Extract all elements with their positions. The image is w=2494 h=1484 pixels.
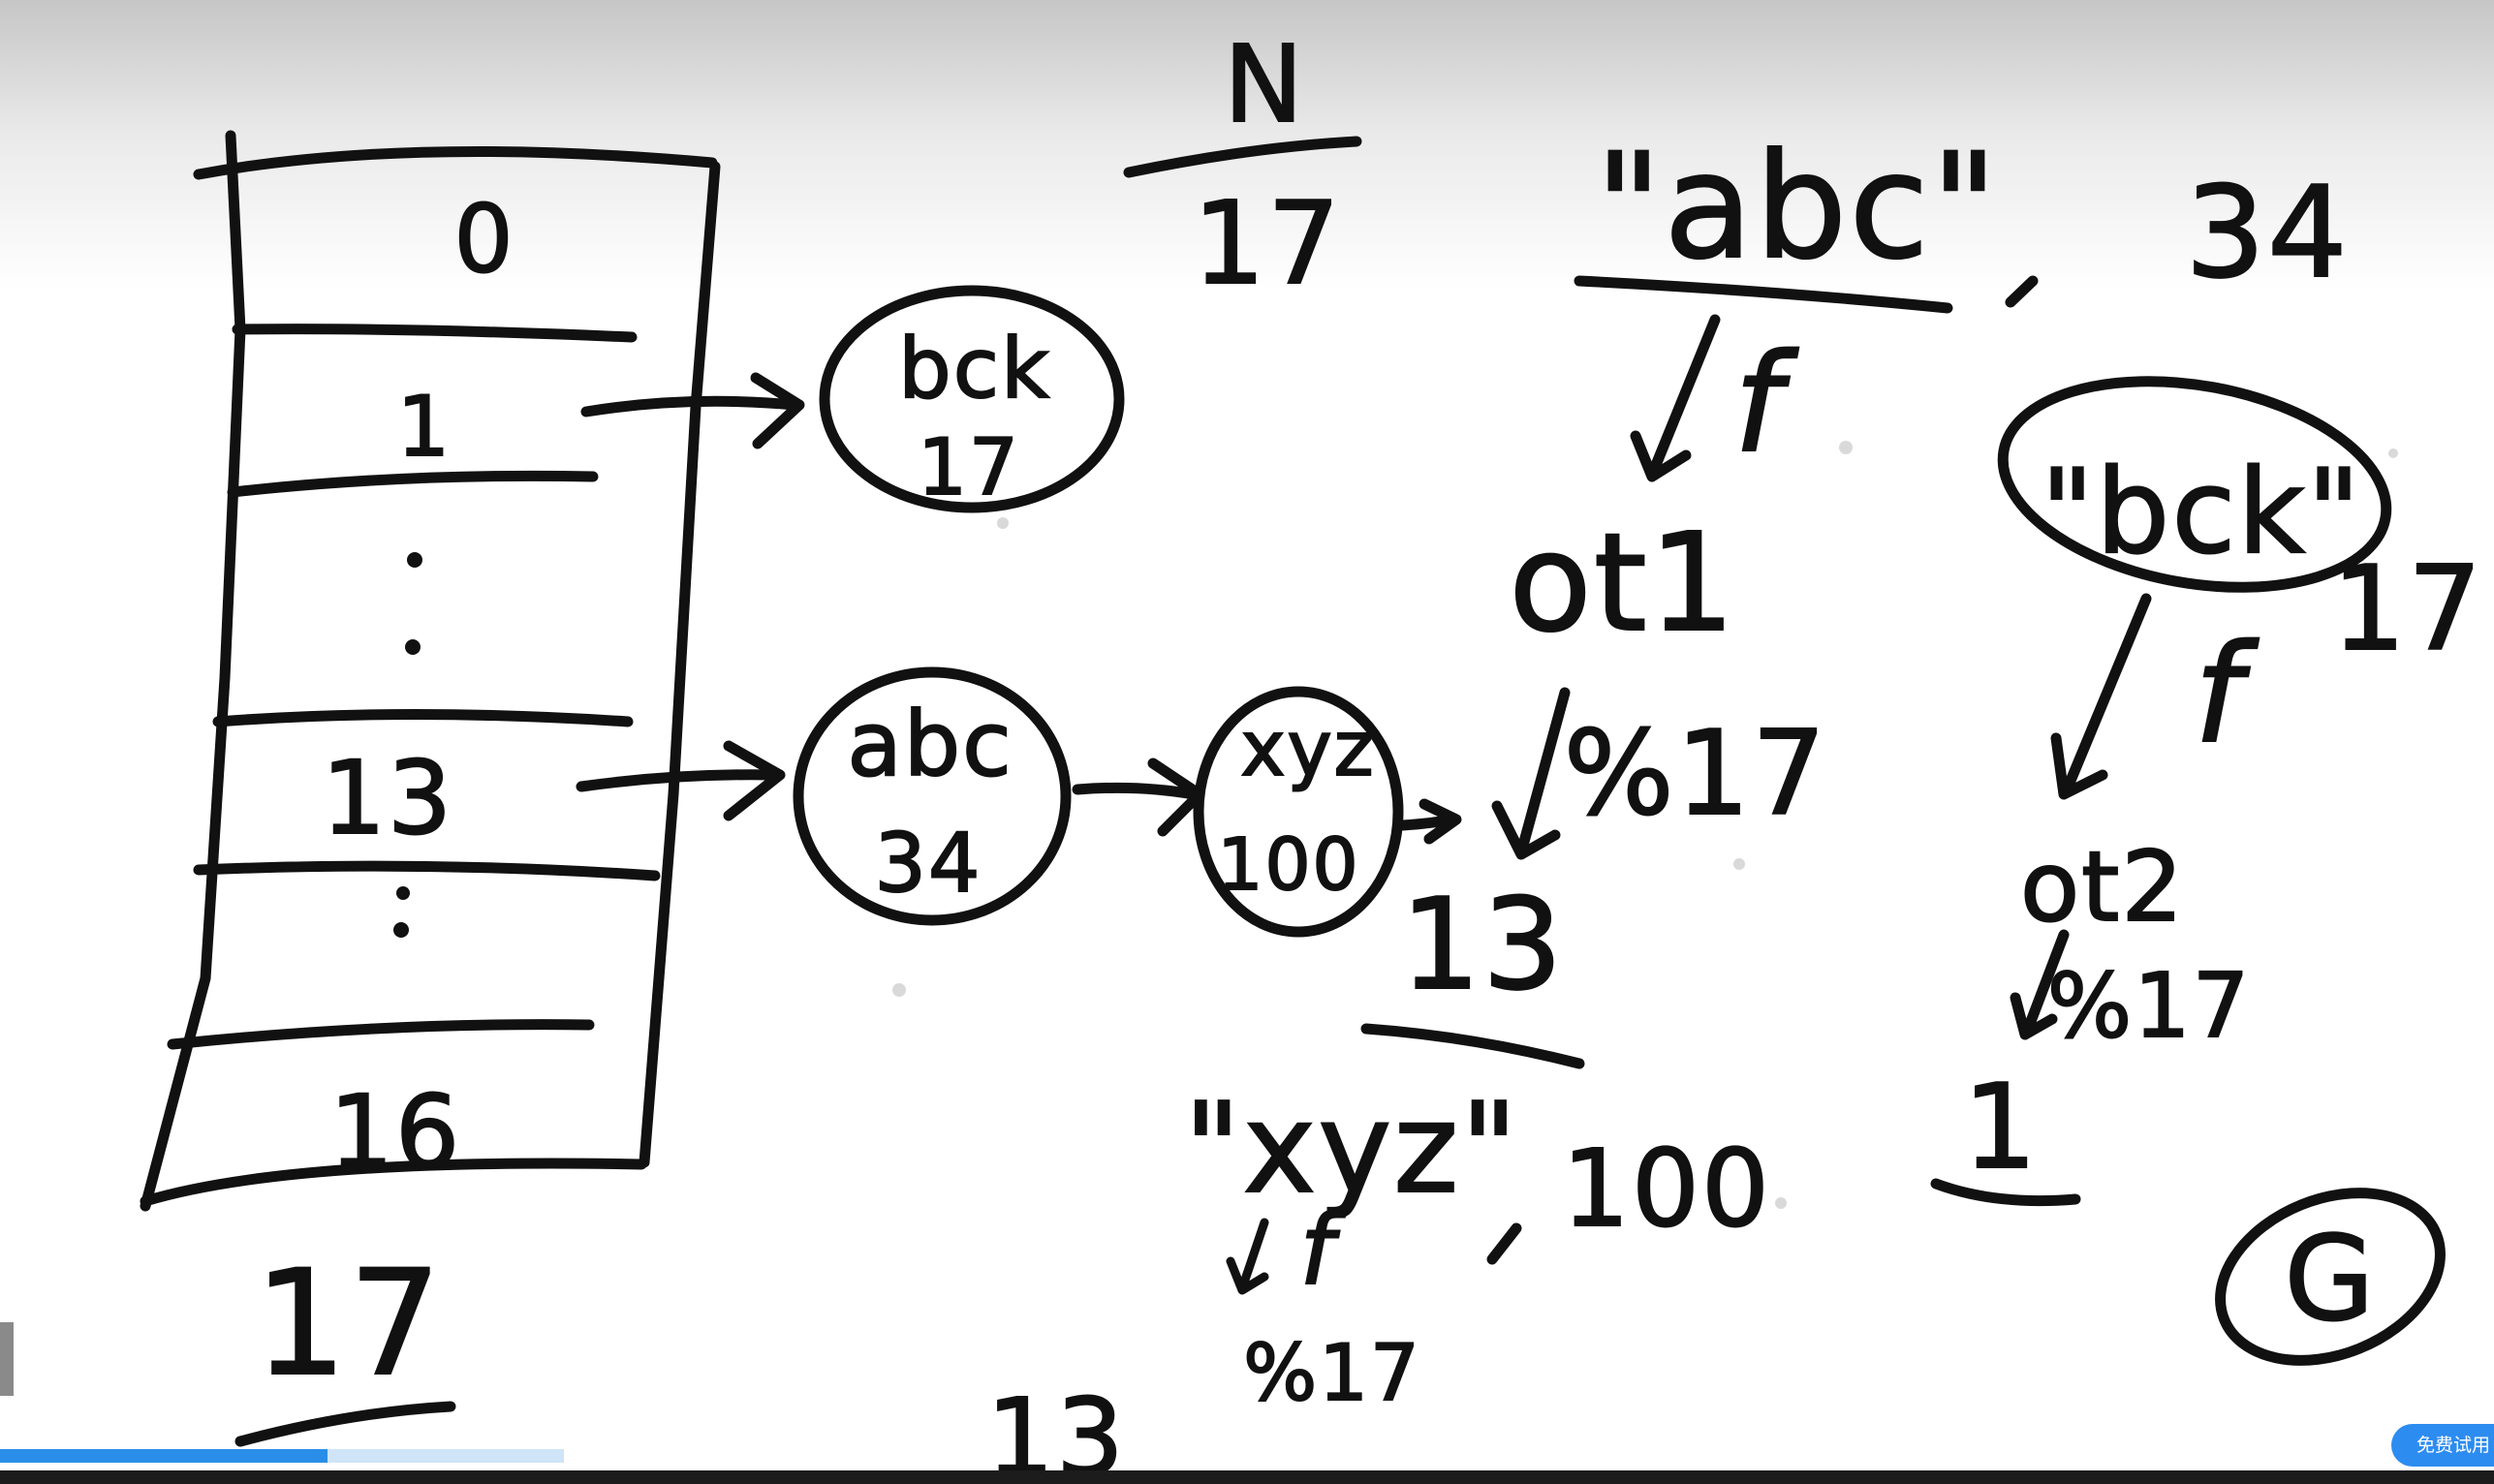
smudge [1775,1197,1787,1209]
calc-bck-key: "bck" [2041,446,2362,580]
ellipsis-dot [405,639,421,655]
down-arrow-head [1630,430,1692,482]
down-arrow [2021,929,2070,1037]
table-divider-3 [212,709,634,727]
table-divider-4 [193,860,661,881]
table-left-edge [140,130,246,1212]
capacity-fraction: N 17 [1123,21,1362,311]
calc-abc-result: 13 [1400,871,1564,1018]
node-bck-key: bck [898,321,1051,417]
capacity-denominator: 17 [1193,176,1342,310]
slot-label-0: 0 [453,185,514,294]
calc-bck-mod: %17 [2047,954,2251,1058]
node-xyz-circle [1193,686,1404,938]
down-arrow [2060,593,2152,798]
calc-abc-fn: f [1733,325,1798,483]
comma [1486,1222,1522,1265]
circled-g-letter: G [2285,1213,2377,1347]
hash-table: 0 1 13 16 17 [140,130,721,1447]
node-xyz: xyz 100 [1193,686,1404,938]
table-size-label: 17 [255,1240,444,1408]
table-bottom-edge [140,1158,647,1207]
smudge [1839,441,1853,454]
circled-g: G [2215,1188,2446,1366]
node-abc-value: 34 [875,816,982,911]
node-bck: bck 17 [819,285,1125,513]
video-progress-bar[interactable] [0,1449,564,1463]
calc-bck-circle [1997,376,2392,593]
capacity-numerator: N [1224,22,1305,146]
ellipsis-dot [407,552,422,568]
smudge [892,983,906,997]
side-panel-thumbnail[interactable] [0,1322,14,1396]
down-arrow [1646,314,1721,480]
node-xyz-key: xyz [1240,706,1375,793]
arrow-slot-13-to-abc [576,769,781,792]
bottom-toolbar [0,1470,2494,1484]
slot-label-13: 13 [322,739,453,857]
node-abc-key: abc [847,693,1013,796]
ellipsis-dot [393,922,409,938]
slot-label-1: 1 [397,379,452,476]
arrow-head [723,740,786,821]
calc-abc-mod: %17 [1564,707,1828,842]
down-arrow-head [1491,800,1561,860]
smudge [997,517,1009,529]
comma [2005,275,2039,308]
arrow-abc-to-xyz [1072,782,1200,800]
calc-xyz-value: 100 [1562,1127,1771,1251]
calc-xyz-result: 13 [986,1376,1126,1484]
calc-bck-result: 1 [1963,1061,2039,1195]
table-divider-2 [227,470,599,498]
node-bck-value: 17 [918,422,1020,512]
table-size-underline [234,1401,456,1447]
down-arrow-head [2010,992,2058,1040]
table-top-edge [193,145,718,180]
calc-bck-hash: ot2 [2020,830,2185,943]
calc-bck: "bck" 17 f ot2 %17 1 [1930,376,2484,1207]
arrow-slot-1-to-bck [580,395,800,417]
slot-label-16: 16 [329,1073,461,1191]
ellipsis-dot [396,886,410,900]
capacity-bar [1123,136,1362,178]
video-progress-fill [0,1449,327,1463]
table-divider-5 [167,1019,595,1050]
calc-xyz: "xyz" 100 f %17 13 [985,1076,1771,1484]
smudge [1733,858,1745,870]
down-arrow [1515,687,1571,858]
circled-g-ring [2215,1188,2446,1366]
node-abc: abc 34 [793,666,1072,926]
calc-xyz-key: "xyz" [1184,1077,1519,1221]
arrow-head [750,372,805,449]
node-bck-circle [819,285,1125,513]
free-trial-button[interactable]: 免费试用 [2391,1424,2494,1467]
calc-abc-result-underline [1360,1023,1585,1069]
table-divider-1 [232,324,638,343]
calc-xyz-mod: %17 [1243,1328,1421,1418]
arrow-head [1147,757,1205,837]
calc-bck-value: 17 [2332,542,2484,677]
calc-abc-key: "abc" [1595,123,2000,292]
calc-bck-fn: f [2194,616,2259,774]
table-right-edge [639,161,721,1168]
calc-abc-value: 34 [2185,159,2349,306]
node-abc-circle [793,666,1072,926]
arrow-head [1418,798,1462,845]
down-arrow-head [1226,1256,1269,1295]
calc-abc: "abc" 34 f ot1 %17 13 [1360,122,2349,1069]
down-arrow-head [2050,732,2108,800]
calc-abc-underline [1574,275,1953,314]
node-xyz-value: 100 [1217,823,1359,907]
calc-bck-result-underline [1930,1178,2081,1207]
calc-abc-hash: ot1 [1509,505,1737,663]
smudge [2388,448,2398,458]
down-arrow [1237,1218,1269,1293]
